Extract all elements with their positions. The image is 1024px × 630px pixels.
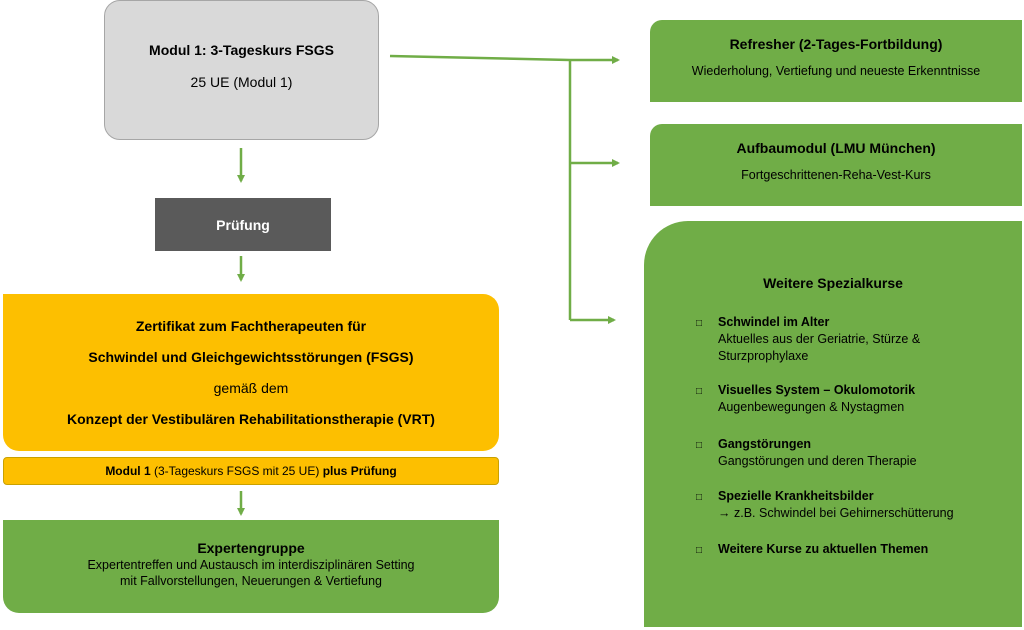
aufbau-title: Aufbaumodul (LMU München): [736, 140, 936, 156]
checkbox-bullet-icon: □: [696, 318, 703, 329]
refresher-text: Wiederholung, Vertiefung und neueste Erk…: [691, 64, 981, 78]
checkbox-bullet-icon: □: [696, 492, 703, 503]
arrow-modul1-to-refresher: [389, 54, 620, 64]
pruefung-label: Prüfung: [216, 216, 270, 233]
spezial-item-line1: Aktuelles aus der Geriatrie, Stürze &: [718, 332, 921, 346]
aufbau-text: Fortgeschrittenen-Reha-Vest-Kurs: [741, 168, 931, 182]
zertifikat-line3: gemäß dem: [213, 379, 289, 396]
zertifikat-line4: Konzept der Vestibulären Rehabilitations…: [67, 410, 435, 427]
spezial-item-title: Visuelles System – Okulomotorik: [718, 383, 916, 397]
modul1-subtitle: 25 UE (Modul 1): [190, 74, 293, 90]
modul1-box: Modul 1: 3-Tageskurs FSGS 25 UE (Modul 1…: [104, 0, 379, 140]
modul-requirement-bar: Modul 1 (3-Tageskurs FSGS mit 25 UE) plu…: [3, 457, 499, 485]
spezial-item-line1: → z.B. Schwindel bei Gehirnerschütterung: [718, 506, 954, 520]
modulbar-part2: (3-Tageskurs FSGS mit 25 UE): [150, 464, 323, 478]
modul1-title: Modul 1: 3-Tageskurs FSGS: [149, 42, 334, 58]
experten-line1: Expertentreffen und Austausch im interdi…: [87, 557, 415, 572]
spezialkurse-box: Weitere Spezialkurse □ Schwindel im Alte…: [644, 221, 1022, 627]
expertengruppe-box: Expertengruppe Expertentreffen und Austa…: [3, 520, 499, 613]
zertifikat-line1: Zertifikat zum Fachtherapeuten für: [135, 317, 367, 334]
experten-line2: mit Fallvorstellungen, Neuerungen & Vert…: [120, 573, 382, 588]
checkbox-bullet-icon: □: [696, 545, 703, 556]
spezial-item-title: Spezielle Krankheitsbilder: [718, 489, 874, 503]
zertifikat-box: Zertifikat zum Fachtherapeuten für Schwi…: [3, 294, 499, 451]
experten-title: Expertengruppe: [197, 539, 305, 556]
zertifikat-line2: Schwindel und Gleichgewichtsstörungen (F…: [88, 348, 414, 365]
spezial-item-title: Gangstörungen: [718, 437, 812, 451]
modulbar-part1: Modul 1: [105, 464, 151, 478]
spezial-item-line2: Sturzprophylaxe: [718, 349, 809, 363]
refresher-box: Refresher (2-Tages-Fortbildung) Wiederho…: [650, 20, 1022, 102]
aufbaumodul-box: Aufbaumodul (LMU München) Fortgeschritte…: [650, 124, 1022, 206]
spezial-item-title: Schwindel im Alter: [718, 315, 830, 329]
spezial-item-line1: Augenbewegungen & Nystagmen: [718, 400, 905, 414]
pruefung-box: Prüfung: [155, 198, 331, 251]
checkbox-bullet-icon: □: [696, 386, 703, 397]
refresher-title: Refresher (2-Tages-Fortbildung): [729, 36, 943, 52]
checkbox-bullet-icon: □: [696, 440, 703, 451]
modulbar-part3: plus Prüfung: [322, 464, 397, 478]
spezial-title: Weitere Spezialkurse: [763, 275, 903, 291]
spezial-item-line1: Gangstörungen und deren Therapie: [718, 454, 917, 468]
spezial-item-title: Weitere Kurse zu aktuellen Themen: [718, 542, 929, 556]
